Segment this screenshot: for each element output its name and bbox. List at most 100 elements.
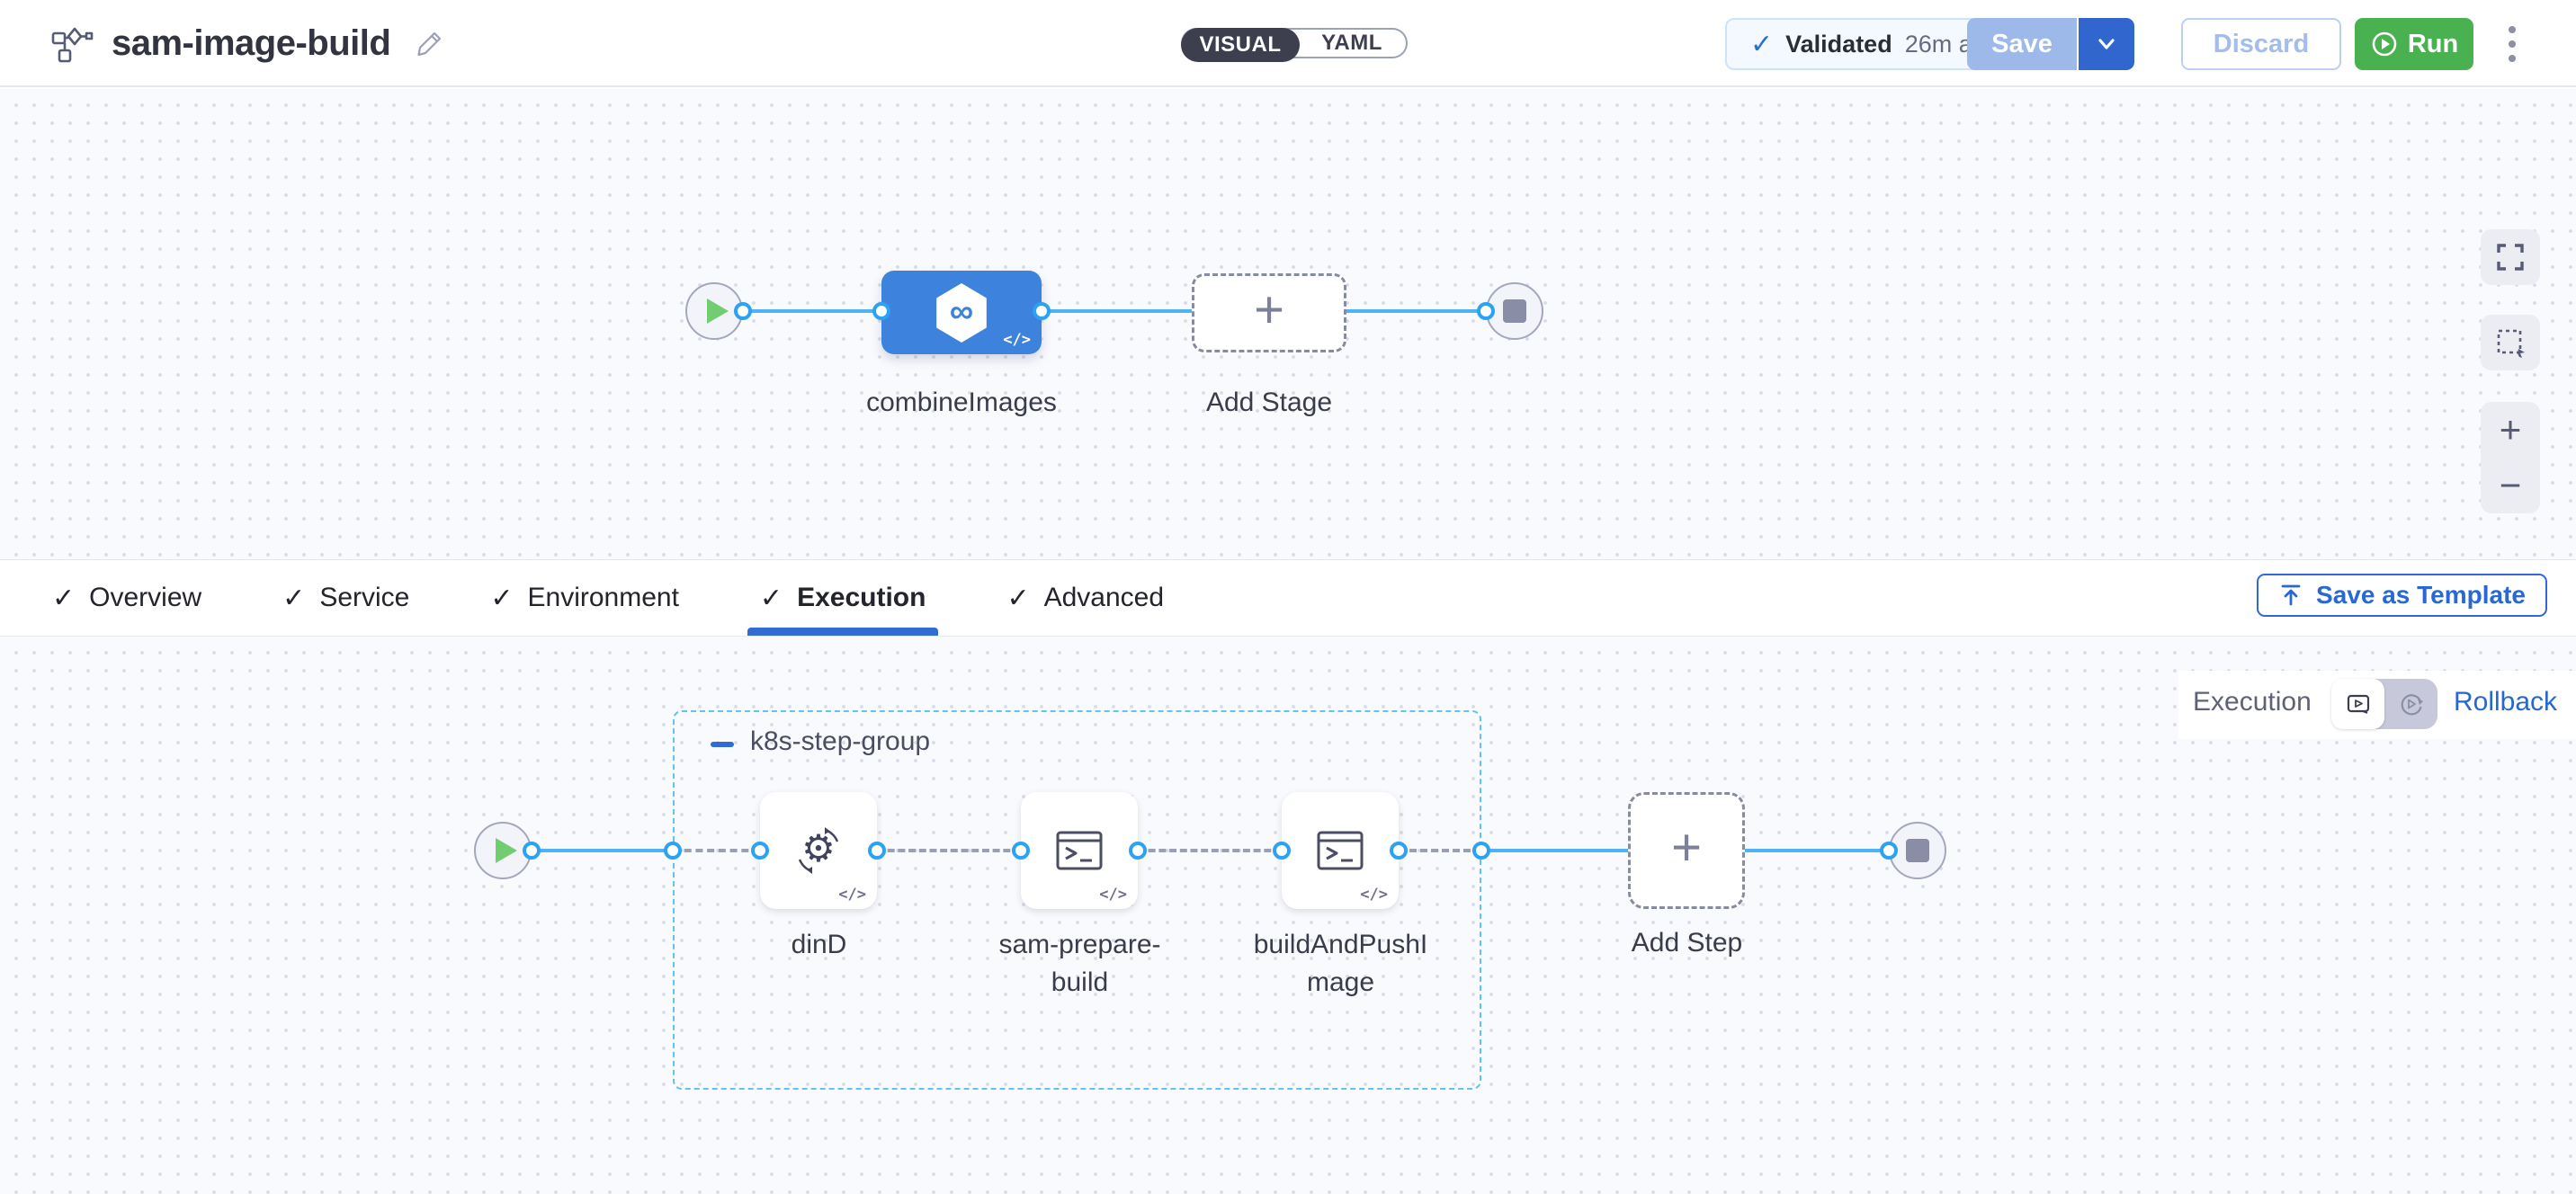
start-play-icon (707, 298, 729, 324)
zoom-in-button[interactable]: + (2499, 408, 2522, 450)
check-icon: ✓ (759, 583, 783, 613)
chevron-down-icon (2098, 39, 2115, 49)
tab-label: Overview (89, 583, 202, 612)
tab-service[interactable]: ✓ Service (282, 560, 409, 636)
collapse-group-icon[interactable] (711, 742, 734, 747)
svg-text:⚙: ⚙ (801, 827, 836, 869)
connector-point (1273, 842, 1291, 860)
pipeline-start-node (685, 282, 743, 340)
plus-icon: + (1671, 818, 1702, 877)
code-view-icon[interactable]: </> (838, 886, 866, 904)
save-divider (2077, 18, 2079, 70)
connector-point (1477, 302, 1495, 320)
code-view-icon[interactable]: </> (1360, 886, 1388, 904)
ci-stage-hexagon-icon: ∞ (936, 282, 987, 343)
execution-mode-segment[interactable] (2331, 679, 2384, 729)
connector-point (734, 302, 752, 320)
stage-canvas[interactable]: ∞ </> + combineImages Add Stage (0, 89, 2576, 559)
tab-execution[interactable]: ✓ Execution (747, 560, 938, 636)
check-icon: ✓ (490, 583, 514, 613)
dashed-connector-line (877, 849, 1021, 852)
code-view-icon[interactable]: </> (1003, 331, 1031, 349)
terminal-icon (1317, 831, 1364, 870)
start-play-icon (496, 838, 517, 863)
zoom-controls: + − (2481, 402, 2540, 513)
fullscreen-button[interactable] (2481, 229, 2540, 285)
add-stage-label: Add Stage (1205, 388, 1333, 417)
header: sam-image-build VISUAL YAML ✓ Validated … (0, 0, 2576, 87)
step-name-label: buildAndPushImage (1253, 930, 1428, 997)
check-icon: ✓ (282, 583, 306, 613)
pipeline-title: sam-image-build (112, 23, 391, 63)
add-stage-node[interactable]: + (1192, 273, 1346, 352)
step-name-label: dinD (791, 930, 847, 959)
execution-mode-label: Execution (2193, 687, 2312, 717)
edit-pencil-icon[interactable] (414, 29, 444, 59)
check-icon: ✓ (1006, 583, 1030, 613)
save-as-template-label: Save as Template (2316, 581, 2526, 609)
save-as-template-button[interactable]: Save as Template (2257, 574, 2547, 617)
run-label: Run (2407, 29, 2459, 58)
step-node-buildandpushimage[interactable]: </> (1282, 792, 1399, 909)
discard-button[interactable]: Discard (2181, 18, 2341, 70)
connector-point (872, 302, 890, 320)
toggle-visual[interactable]: VISUAL (1181, 28, 1300, 62)
upload-icon (2281, 584, 2301, 606)
step-name-label: sam-prepare-build (998, 930, 1161, 997)
tab-environment[interactable]: ✓ Environment (490, 560, 679, 636)
step-node-dind[interactable]: ⚙ </> (760, 792, 877, 909)
connector-point (1472, 842, 1490, 860)
execution-canvas[interactable]: Execution Rollback k8s-step-group (0, 637, 2576, 1194)
validated-label: Validated (1785, 30, 1892, 58)
connector-point (664, 842, 682, 860)
save-split-button: Save (1967, 18, 2134, 70)
save-button[interactable]: Save (1967, 18, 2077, 70)
execution-end-node (1889, 822, 1946, 879)
stop-square-icon (1906, 839, 1929, 862)
rollback-mode-segment[interactable] (2384, 679, 2437, 729)
step-group-container (673, 710, 1481, 1090)
gear-sync-icon: ⚙ (798, 827, 839, 874)
fullscreen-icon (2497, 244, 2524, 271)
add-step-node[interactable]: + (1628, 792, 1745, 909)
connector-line (1042, 309, 1192, 313)
pipeline-icon (51, 27, 94, 62)
code-view-icon[interactable]: </> (1099, 886, 1127, 904)
rollback-link[interactable]: Rollback (2454, 687, 2558, 717)
tab-label: Service (319, 583, 410, 612)
stage-node-combineimages[interactable]: ∞ </> (881, 271, 1042, 354)
run-button[interactable]: Run (2355, 18, 2473, 70)
add-step-label: Add Step (1631, 928, 1743, 958)
rollback-icon (2401, 694, 2423, 716)
stop-square-icon (1503, 299, 1526, 323)
tab-advanced[interactable]: ✓ Advanced (1006, 560, 1164, 636)
tab-label: Execution (797, 583, 926, 612)
toggle-yaml[interactable]: YAML (1321, 31, 1382, 55)
step-node-sam-prepare-build[interactable]: </> (1021, 792, 1138, 909)
svg-text:∞: ∞ (950, 291, 973, 329)
tab-overview[interactable]: ✓ Overview (52, 560, 201, 636)
save-options-caret[interactable] (2079, 18, 2134, 70)
connector-point (1012, 842, 1030, 860)
connector-point (1033, 302, 1051, 320)
tab-label: Environment (527, 583, 679, 612)
connector-line (1481, 849, 1628, 852)
pipeline-brand: sam-image-build (50, 0, 444, 87)
execution-rollback-toggle (2331, 679, 2437, 729)
execution-start-node (474, 822, 532, 879)
tab-label: Advanced (1043, 583, 1165, 612)
pipeline-end-node (1486, 282, 1543, 340)
dashed-connector-line (1399, 849, 1481, 852)
zoom-out-button[interactable]: − (2499, 464, 2522, 506)
visual-yaml-toggle: VISUAL YAML (1181, 28, 1408, 62)
step-group-name[interactable]: k8s-step-group (750, 726, 931, 756)
connector-line (1745, 849, 1889, 852)
connector-line (743, 309, 881, 313)
connector-line (532, 849, 673, 852)
marquee-select-icon (2497, 329, 2525, 358)
more-options-kebab-icon[interactable] (2499, 22, 2526, 67)
multi-select-button[interactable] (2481, 315, 2540, 370)
validated-check-icon: ✓ (1750, 29, 1774, 59)
connector-point (1129, 842, 1147, 860)
